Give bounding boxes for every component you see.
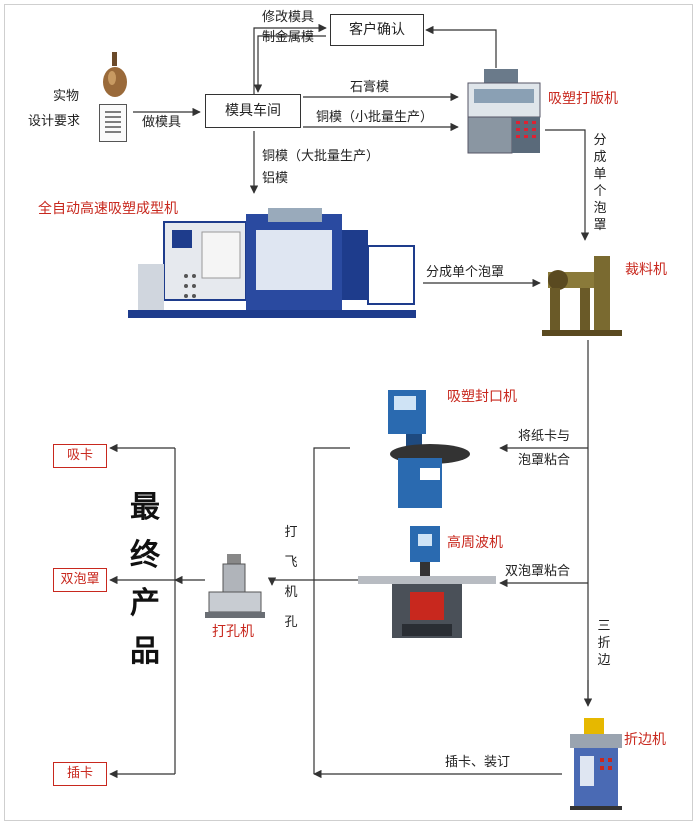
edge-glue-card-1: 将纸卡与 [518, 429, 571, 444]
folding-machine-label: 折边机 [624, 732, 666, 748]
arrow-customer-to-mold [253, 35, 326, 93]
auto-forming-machine-label: 全自动高速吸塑成型机 [38, 201, 178, 217]
bottle-sample-icon [100, 50, 130, 100]
product-insert-card: 插卡 [53, 762, 107, 786]
mold-shop-node: 模具车间 [205, 94, 301, 128]
edge-split-horizontal: 分成单个泡罩 [426, 265, 505, 280]
edge-double-glue: 双泡罩粘合 [505, 564, 571, 579]
hf-machine-label: 高周波机 [447, 535, 503, 551]
diagram-frame [4, 4, 693, 821]
source-line-1: 实物 [53, 89, 80, 104]
customer-confirm-node: 客户确认 [330, 14, 424, 46]
vacuum-proof-machine-label: 吸塑打版机 [548, 91, 618, 107]
cutting-machine-label: 裁料机 [625, 262, 667, 278]
document-icon [99, 104, 127, 142]
arrow-modify-mold-up [253, 23, 327, 95]
edge-tri-fold: 三折边 [597, 619, 611, 668]
edge-glue-card-2: 泡罩粘合 [518, 453, 571, 468]
edge-metal-mold: 制金属模 [262, 30, 315, 45]
punch-machine-image [205, 552, 265, 620]
sealing-machine-label: 吸塑封口机 [447, 389, 517, 405]
edge-make-mold: 做模具 [142, 115, 182, 130]
product-double-blister: 双泡罩 [53, 568, 107, 592]
product-blister-card: 吸卡 [53, 444, 107, 468]
folding-machine-image [566, 716, 626, 812]
source-line-2: 设计要求 [28, 114, 81, 129]
hf-machine-image [358, 524, 496, 638]
final-products-title: 最终产品 [130, 490, 160, 669]
edge-copper-large: 铜模（大批量生产） [262, 149, 380, 164]
sealing-machine-image [376, 384, 472, 512]
edge-copper-small: 铜模（小批量生产） [316, 110, 434, 125]
punch-machine-label: 打孔机 [212, 624, 254, 640]
edge-punch-vertical: 打飞机孔 [284, 525, 298, 630]
vacuum-proof-machine-image [462, 65, 544, 155]
edge-split-vertical: 分成单个泡罩 [593, 133, 607, 233]
edge-insert-bind: 插卡、装订 [445, 755, 511, 770]
arrow-proof-to-customer [425, 25, 497, 68]
edge-gypsum: 石膏模 [350, 80, 390, 95]
line-sealing-left [313, 447, 350, 774]
cutting-machine-image [540, 250, 630, 340]
edge-modify-mold: 修改模具 [262, 10, 315, 25]
arrow-split-vertical [545, 129, 590, 241]
edge-aluminum: 铝模 [262, 171, 289, 186]
auto-forming-machine-image [128, 206, 416, 330]
